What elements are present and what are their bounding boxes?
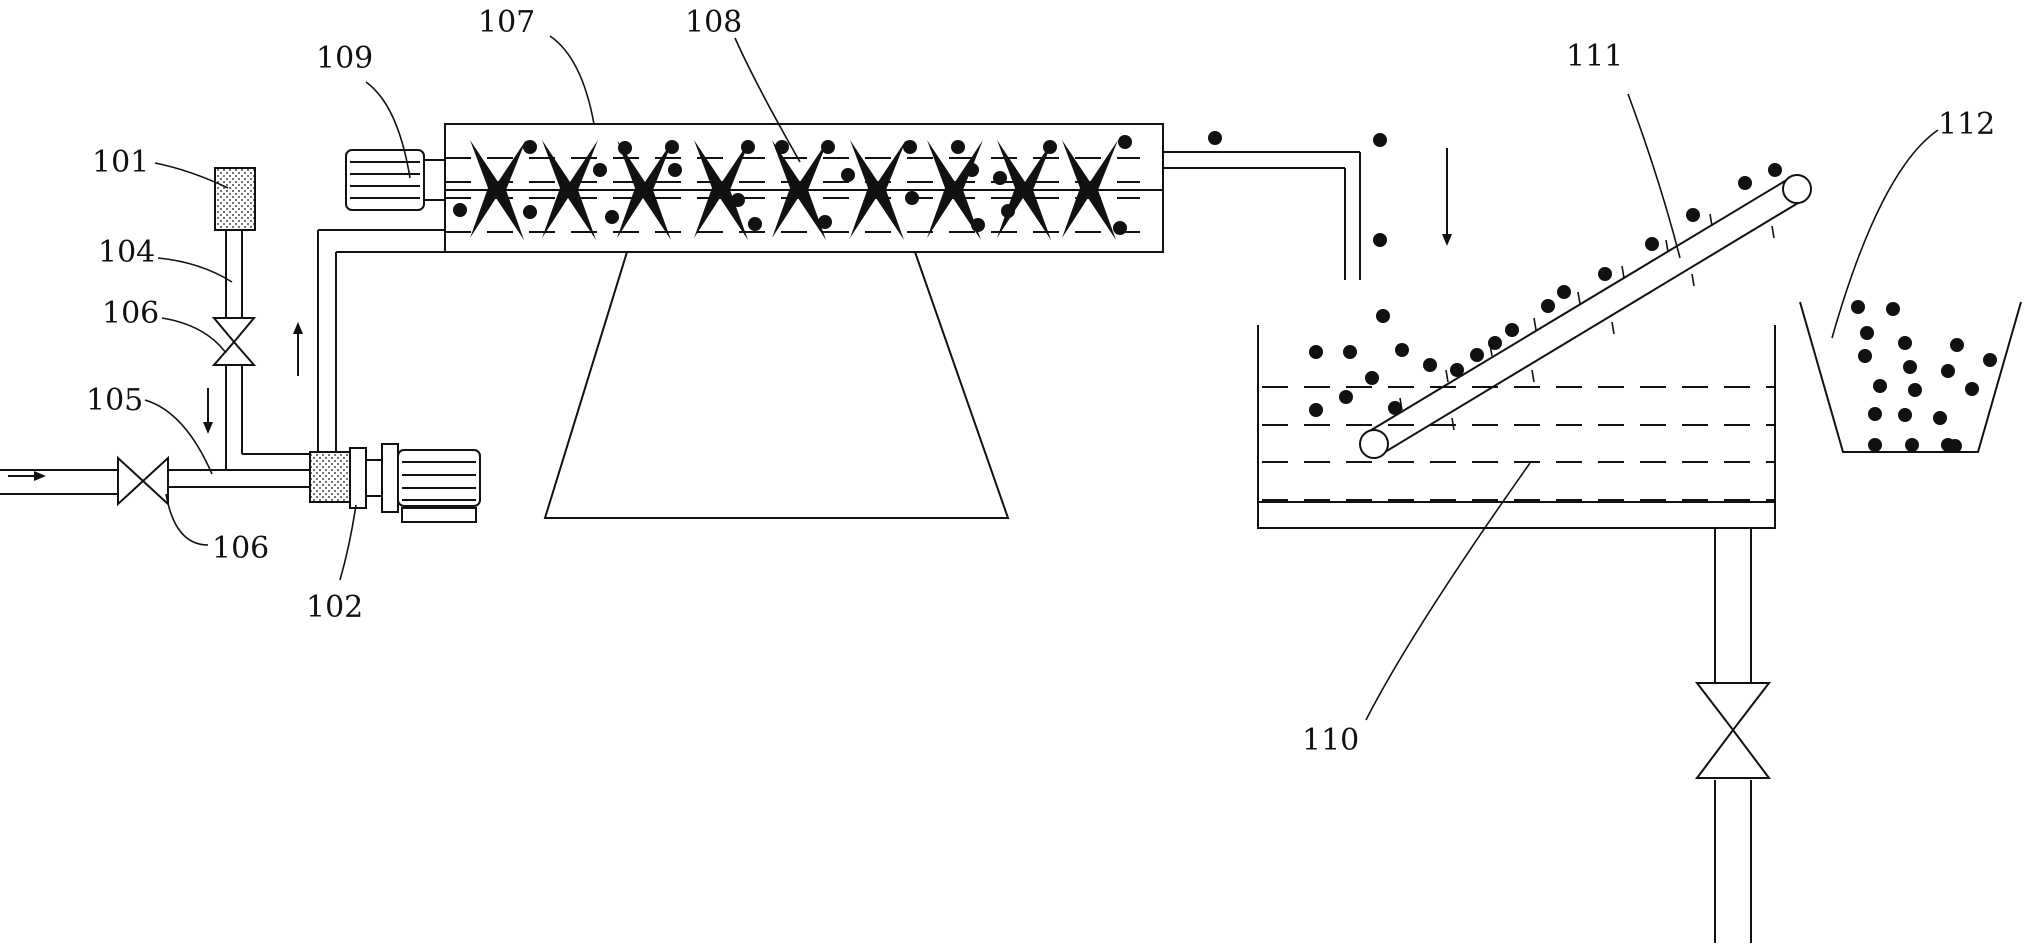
flow-arrow-discharge bbox=[1442, 148, 1452, 246]
water-tank-110 bbox=[1257, 325, 1776, 529]
label-111: 111 bbox=[1566, 39, 1623, 74]
pump-102 bbox=[309, 443, 481, 523]
flow-arrow-down bbox=[203, 388, 213, 434]
label-105: 105 bbox=[86, 383, 143, 418]
tank-particles bbox=[1309, 163, 1782, 417]
conveyor-111 bbox=[1359, 174, 1812, 459]
leader-lines bbox=[144, 35, 1939, 721]
mixer-particles bbox=[453, 131, 1387, 247]
motor-109 bbox=[345, 149, 446, 211]
pipe-105 bbox=[0, 453, 310, 495]
label-112: 112 bbox=[1938, 107, 1995, 142]
additive-tank-101 bbox=[214, 167, 256, 231]
label-109: 109 bbox=[316, 41, 373, 76]
label-106-lower: 106 bbox=[212, 531, 269, 566]
collection-hopper-112 bbox=[1799, 301, 2022, 453]
valve-106-vertical[interactable] bbox=[211, 317, 257, 366]
label-106-upper: 106 bbox=[102, 296, 159, 331]
label-102: 102 bbox=[306, 590, 363, 625]
flow-arrow-inlet bbox=[8, 471, 46, 481]
pipe-104 bbox=[225, 230, 243, 470]
riser-pipe bbox=[317, 229, 445, 452]
drain-valve[interactable] bbox=[1694, 682, 1772, 779]
label-107: 107 bbox=[478, 5, 535, 40]
reference-labels: 101 104 106 105 106 102 109 107 108 110 … bbox=[86, 5, 1995, 758]
flow-arrow-up bbox=[293, 322, 303, 376]
label-108: 108 bbox=[685, 5, 742, 40]
hopper-particles bbox=[1851, 300, 1997, 453]
label-110: 110 bbox=[1302, 723, 1359, 758]
valve-106-horizontal[interactable] bbox=[117, 455, 169, 507]
mixer-stand bbox=[543, 251, 1010, 519]
label-101: 101 bbox=[92, 145, 149, 180]
drain-pipe bbox=[1714, 528, 1752, 943]
label-104: 104 bbox=[98, 235, 155, 270]
